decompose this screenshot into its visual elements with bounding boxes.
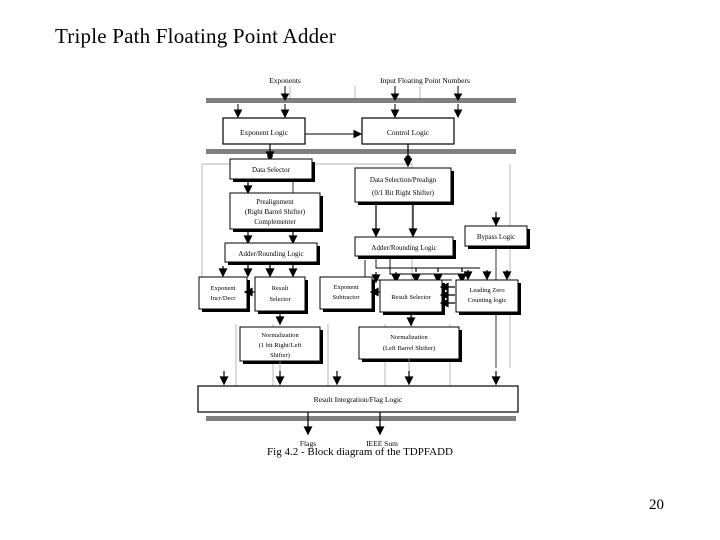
block-leading-zero-line2: Counting logic — [468, 297, 507, 304]
block-data-selector: Data Selector — [229, 158, 315, 182]
block-bypass-logic: Bypass Logic — [464, 225, 530, 249]
block-data-selection-prealign-line2: (0/1 Bit Right Shifter) — [372, 189, 435, 197]
label-input-floating-point-numbers: Input Floating Point Numbers — [380, 76, 470, 85]
block-control-logic-label: Control Logic — [387, 128, 430, 137]
block-exponent-incr-decr-line1: Exponent — [211, 285, 236, 292]
block-normalization-left-line3: Shifter) — [270, 352, 290, 359]
block-prealignment: Prealignment (Right Barrel Shifter) Comp… — [229, 192, 323, 232]
block-data-selection-prealign-line1: Data Selection/Prealign — [370, 176, 437, 184]
block-normalization-right-line1: Normalization — [390, 334, 428, 341]
block-normalization-left: Normalization (1 bit Right/Left Shifter) — [239, 326, 323, 364]
block-normalization-left-line2: (1 bit Right/Left — [259, 342, 302, 349]
block-normalization-right-line2: (Left Barrel Shifter) — [383, 345, 435, 352]
result-selector-right-wires — [406, 282, 455, 327]
block-adder-rounding-mid: Adder/Rounding Logic — [354, 236, 456, 259]
block-exponent-incr-decr: Exponent Incr/Decr — [198, 276, 250, 312]
data-selector-out-arrows — [243, 151, 294, 195]
bus-bar-top — [206, 98, 516, 103]
bus-bar-middle — [206, 149, 516, 154]
block-data-selector-label: Data Selector — [252, 166, 291, 174]
label-flags: Flags — [300, 439, 316, 448]
page-title: Triple Path Floating Point Adder — [55, 24, 336, 48]
block-normalization-left-line1: Normalization — [261, 332, 299, 339]
block-exponent-subtractor-line1: Exponent — [334, 284, 359, 291]
block-control-logic: Control Logic — [361, 117, 455, 145]
block-prealignment-line3: Complementer — [254, 218, 296, 226]
result-selector-left-wires — [243, 264, 298, 326]
block-leading-zero-line1: Leading Zero — [469, 287, 504, 294]
exponent-incr-in-arrow — [218, 266, 228, 278]
data-selection-out-arrows — [371, 158, 418, 238]
label-ieee-sum: IEEE Sum — [366, 439, 398, 448]
top-input-arrows — [280, 86, 463, 101]
exponent-to-control-arrow — [305, 129, 363, 139]
block-exponent-incr-decr-line2: Incr/Decr — [211, 295, 237, 302]
block-result-selector-right: Result Selector — [379, 279, 445, 315]
label-exponents: Exponents — [269, 76, 301, 85]
block-prealignment-line1: Prealignment — [256, 198, 293, 206]
block-exponent-subtractor-line2: Subtractor — [332, 294, 360, 301]
block-result-integration-label: Result Integration/Flag Logic — [314, 395, 403, 404]
mid-adder-down-arrows — [371, 268, 467, 284]
bottom-output-arrows — [303, 412, 385, 436]
block-prealignment-line2: (Right Barrel Shifter) — [245, 208, 306, 216]
block-normalization-right: Normalization (Left Barrel Shifter) — [358, 326, 462, 362]
result-integration-in-arrows — [219, 371, 501, 386]
block-result-selector-left: Result Selector — [254, 276, 308, 314]
block-adder-rounding-left-label: Adder/Rounding Logic — [238, 250, 303, 258]
block-leading-zero-counting: Leading Zero Counting logic — [455, 279, 521, 315]
block-result-integration: Result Integration/Flag Logic — [197, 385, 519, 413]
block-exponent-logic: Exponent Logic — [222, 117, 306, 145]
block-adder-rounding-mid-label: Adder/Rounding Logic — [371, 244, 436, 252]
block-result-selector-left-line1: Result — [272, 285, 289, 292]
page-number: 20 — [649, 497, 664, 513]
block-data-selection-prealign: Data Selection/Prealign (0/1 Bit Right S… — [354, 167, 454, 205]
leading-zero-in-arrows — [463, 270, 512, 281]
exponent-subtractor-wires — [369, 287, 380, 297]
block-adder-rounding-left: Adder/Rounding Logic — [224, 242, 320, 265]
prealign-out-arrows — [243, 229, 298, 245]
block-exponent-logic-label: Exponent Logic — [240, 128, 289, 137]
block-diagram-figure: Exponents Input Floating Point Numbers E… — [180, 68, 540, 468]
bus-bar-bottom — [206, 416, 516, 421]
block-result-selector-right-label: Result Selector — [391, 294, 431, 301]
block-result-selector-left-line2: Selector — [269, 296, 291, 303]
block-bypass-logic-label: Bypass Logic — [477, 233, 515, 241]
figure-caption: Fig 4.2 - Block diagram of the TDPFADD — [267, 446, 453, 458]
bus-to-logic-arrows — [233, 104, 463, 119]
block-exponent-subtractor: Exponent Subtractor — [319, 276, 375, 312]
